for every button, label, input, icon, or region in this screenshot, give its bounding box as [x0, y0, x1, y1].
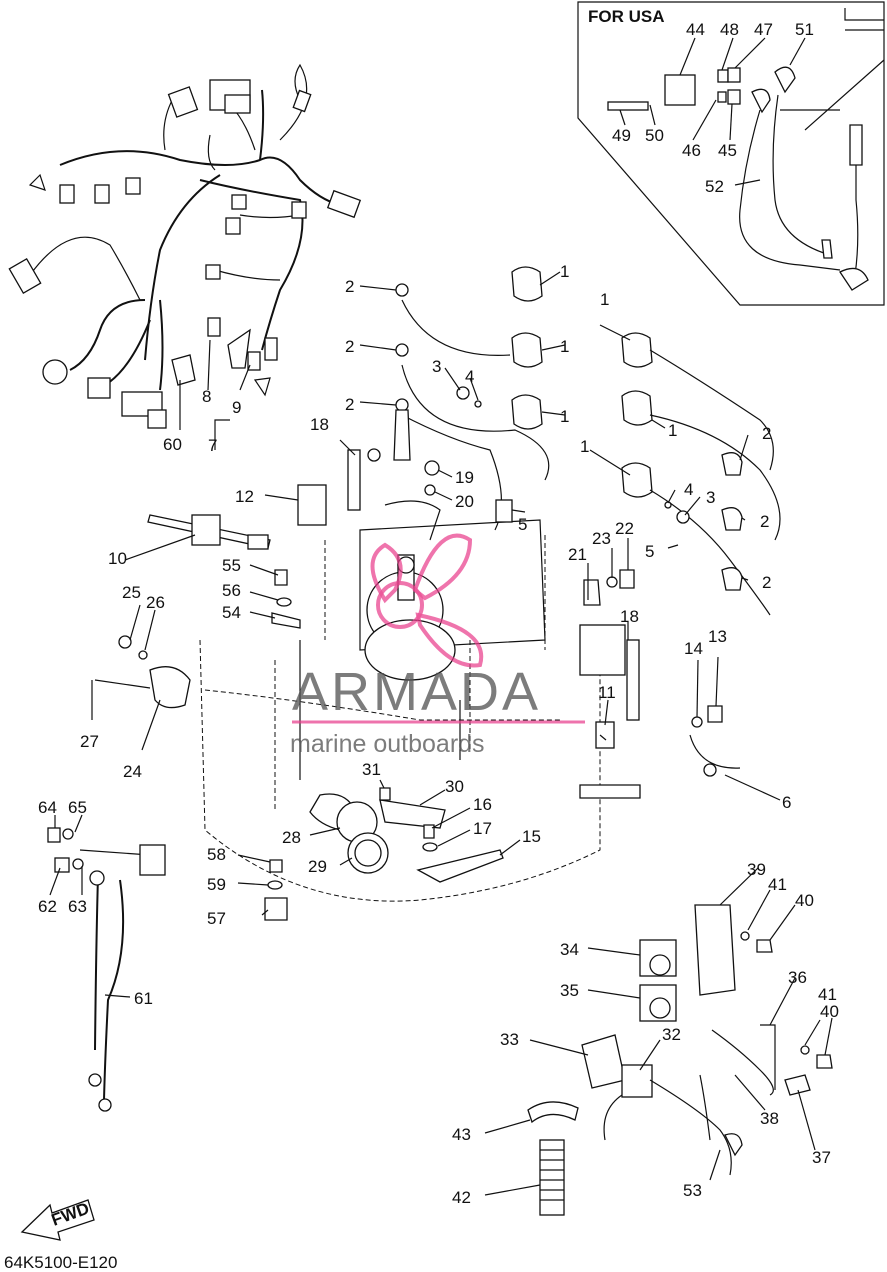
watermark-brand: ARMADA [292, 662, 541, 722]
callout-1: 1 [580, 437, 589, 456]
callout-27: 27 [80, 732, 99, 751]
callout-9: 9 [232, 398, 241, 417]
callout-36: 36 [788, 968, 807, 987]
leader-lines [49, 37, 833, 1196]
watermark-tagline: marine outboards [290, 730, 485, 758]
callout-56: 56 [222, 581, 241, 600]
callout-32: 32 [662, 1025, 681, 1044]
callout-44: 44 [686, 20, 705, 39]
harness-61 [47, 827, 166, 1112]
callout-50: 50 [645, 126, 664, 145]
callout-38: 38 [760, 1109, 779, 1128]
callout-10: 10 [108, 549, 127, 568]
callout-15: 15 [522, 827, 541, 846]
callout-24: 24 [123, 762, 142, 781]
callout-46: 46 [682, 141, 701, 160]
fwd-arrow-icon: FWD [20, 1199, 95, 1241]
callout-18: 18 [310, 415, 329, 434]
engine-outline [199, 500, 601, 902]
callout-54: 54 [222, 603, 241, 622]
callout-3: 3 [706, 488, 715, 507]
callout-1: 1 [560, 337, 569, 356]
callout-45: 45 [718, 141, 737, 160]
callout-3: 3 [432, 357, 441, 376]
callout-17: 17 [473, 819, 492, 838]
watermark: ARMADA marine outboards [290, 533, 585, 758]
callout-5: 5 [645, 542, 654, 561]
callout-2: 2 [345, 395, 354, 414]
callout-61: 61 [134, 989, 153, 1008]
callout-16: 16 [473, 795, 492, 814]
callout-22: 22 [615, 519, 634, 538]
callout-42: 42 [452, 1188, 471, 1207]
callout-14: 14 [684, 639, 703, 658]
callout-1: 1 [560, 407, 569, 426]
callout-12: 12 [235, 487, 254, 506]
callout-2: 2 [762, 424, 771, 443]
callout-31: 31 [362, 760, 381, 779]
callout-21: 21 [568, 545, 587, 564]
callout-57: 57 [207, 909, 226, 928]
callout-60: 60 [163, 435, 182, 454]
callout-37: 37 [812, 1148, 831, 1167]
propeller-logo-icon [370, 533, 484, 668]
callout-2: 2 [760, 512, 769, 531]
callout-20: 20 [455, 492, 474, 511]
central-components [94, 448, 741, 921]
callout-1: 1 [600, 290, 609, 309]
inset-frame: FOR USA [577, 1, 885, 306]
callout-41: 41 [818, 985, 837, 1004]
callout-8: 8 [202, 387, 211, 406]
callout-40: 40 [820, 1002, 839, 1021]
callout-4: 4 [465, 367, 474, 386]
callout-48: 48 [720, 20, 739, 39]
callout-64: 64 [38, 798, 57, 817]
ignition-coils [393, 266, 781, 616]
document-code: 64K5100-E120 [4, 1253, 117, 1272]
callout-65: 65 [68, 798, 87, 817]
callout-25: 25 [122, 583, 141, 602]
callout-59: 59 [207, 875, 226, 894]
callout-49: 49 [612, 126, 631, 145]
callout-1: 1 [560, 262, 569, 281]
callout-1: 1 [668, 421, 677, 440]
callout-35: 35 [560, 981, 579, 1000]
callout-2: 2 [762, 573, 771, 592]
callout-47: 47 [754, 20, 773, 39]
callout-29: 29 [308, 857, 327, 876]
callout-28: 28 [282, 828, 301, 847]
callout-2: 2 [345, 337, 354, 356]
callout-58: 58 [207, 845, 226, 864]
callout-63: 63 [68, 897, 87, 916]
relay-assembly [527, 904, 833, 1216]
callout-55: 55 [222, 556, 241, 575]
callout-52: 52 [705, 177, 724, 196]
wire-harness [8, 63, 362, 429]
callout-62: 62 [38, 897, 57, 916]
callout-5: 5 [518, 515, 527, 534]
inset-title: FOR USA [588, 7, 665, 26]
callout-7: 7 [208, 436, 217, 455]
callout-26: 26 [146, 593, 165, 612]
callout-33: 33 [500, 1030, 519, 1049]
callout-51: 51 [795, 20, 814, 39]
callout-23: 23 [592, 529, 611, 548]
callout-41: 41 [768, 875, 787, 894]
callout-34: 34 [560, 940, 579, 959]
callout-18: 18 [620, 607, 639, 626]
callout-43: 43 [452, 1125, 471, 1144]
callout-6: 6 [782, 793, 791, 812]
callout-40: 40 [795, 891, 814, 910]
callout-11: 11 [598, 683, 616, 702]
callout-39: 39 [747, 860, 766, 879]
callout-19: 19 [455, 468, 474, 487]
callout-4: 4 [684, 480, 693, 499]
callout-labels: 1 1 1 1 1 1 2 2 2 2 2 2 3 3 4 4 5 5 6 7 … [38, 20, 839, 1207]
callout-13: 13 [708, 627, 727, 646]
callout-2: 2 [345, 277, 354, 296]
callout-53: 53 [683, 1181, 702, 1200]
callout-30: 30 [445, 777, 464, 796]
